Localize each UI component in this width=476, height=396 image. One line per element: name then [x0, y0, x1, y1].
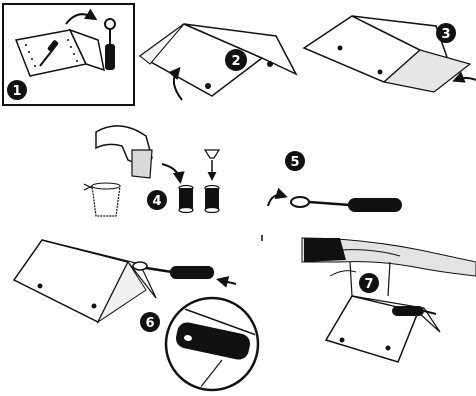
curved-arrow-icon [162, 164, 180, 180]
step-number-2: 2 [231, 54, 240, 69]
tool-icon [392, 306, 436, 316]
pin-tool-icon [105, 19, 115, 70]
step-number-5: 5 [290, 155, 299, 170]
step-6-group: 6 [14, 240, 270, 392]
step-badge-3: 3 [436, 23, 456, 43]
pin-icon [205, 150, 219, 213]
step-number-3: 3 [441, 27, 450, 42]
step-badge-7: 7 [359, 273, 379, 293]
step-5-group: 5 [268, 151, 402, 212]
step-badge-1: 1 [7, 80, 27, 100]
step-number-4: 4 [152, 194, 161, 209]
cup-icon [84, 183, 120, 216]
step-4-group: 4 [84, 126, 219, 216]
step-badge-6: 6 [140, 312, 160, 332]
step-3-tent: 3 [304, 16, 476, 92]
step-1-panel: 1 [3, 4, 134, 105]
plug-icon [179, 186, 193, 213]
step-badge-4: 4 [147, 190, 167, 210]
step-badge-5: 5 [285, 151, 305, 171]
hand-icon [96, 126, 152, 178]
step-number-7: 7 [364, 277, 373, 292]
step-badge-2: 2 [225, 49, 247, 71]
arrow-icon [456, 78, 476, 80]
step-number-1: 1 [12, 84, 21, 99]
tool-icon [291, 197, 402, 212]
arrow-icon [220, 280, 236, 284]
magnifier-icon [160, 298, 270, 392]
step-7-group: 7 [302, 238, 476, 362]
step-number-6: 6 [145, 316, 154, 331]
curved-arrow-icon [268, 195, 284, 206]
step-2-tent: 2 [140, 24, 296, 100]
